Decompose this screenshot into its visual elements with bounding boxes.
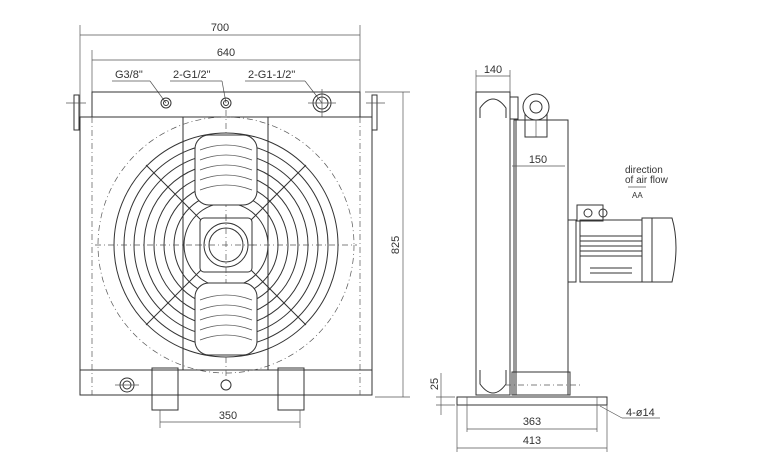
air-flow-symbol: AA [632,191,643,200]
hole-callout: 4-ø14 [626,407,655,419]
dim-413: 413 [523,435,541,447]
dim-825: 825 [390,236,402,254]
dim-700: 700 [211,22,229,34]
air-flow-label-line2: of air flow [625,175,669,186]
air-flow-label-line1: direction [625,165,663,176]
fan-guard [95,110,357,380]
dim-150: 150 [529,154,547,166]
dim-640: 640 [217,47,235,59]
port-label-g1-2: 2-G1/2" [173,69,211,81]
dim-25: 25 [429,378,441,390]
port-label-g1-1-2: 2-G1-1/2" [248,69,295,81]
side-view: 140 150 direction of air flow AA [429,64,677,452]
dim-363: 363 [523,416,541,428]
dim-140: 140 [484,64,502,76]
dim-350: 350 [219,410,237,422]
port-label-g3-8: G3/8" [115,69,143,81]
front-view: 700 640 G3/8" 2-G1/2" 2-G1-1/2" [66,22,410,428]
motor [567,204,677,283]
